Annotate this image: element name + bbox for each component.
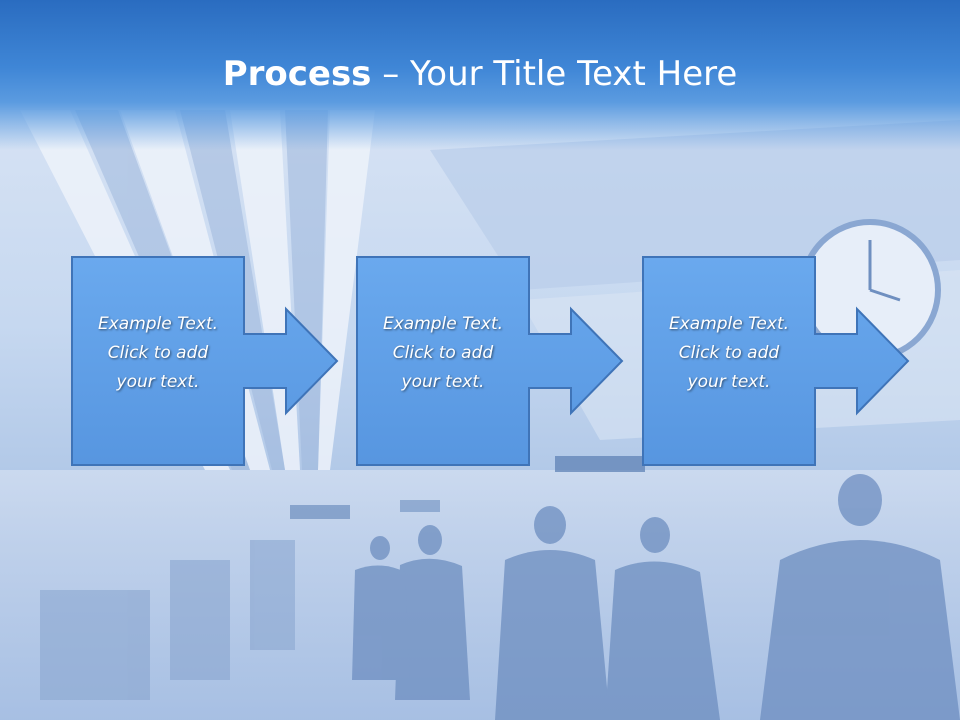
step-text-2[interactable]: Example Text. Click to add your text. [357, 310, 529, 397]
step-shape-3[interactable] [642, 256, 910, 466]
step-text-1[interactable]: Example Text. Click to add your text. [72, 310, 244, 397]
step-2-line-2: Click to add [392, 343, 494, 363]
step-text-3[interactable]: Example Text. Click to add your text. [643, 310, 815, 397]
step-1-line-2: Click to add [107, 343, 209, 363]
step-2-line-1: Example Text. [382, 314, 504, 334]
title-banner [0, 0, 960, 150]
step-1-line-1: Example Text. [97, 314, 219, 334]
step-3-line-1: Example Text. [668, 314, 790, 334]
slide-title[interactable]: Process – Your Title Text Here [0, 52, 960, 96]
step-shape-1[interactable] [71, 256, 339, 466]
title-rest: – Your Title Text Here [371, 54, 738, 94]
title-bold: Process [222, 54, 372, 94]
step-3-line-3: your text. [687, 372, 771, 392]
step-shape-2[interactable] [356, 256, 624, 466]
step-3-line-2: Click to add [678, 343, 780, 363]
step-2-line-3: your text. [401, 372, 485, 392]
step-1-line-3: your text. [116, 372, 200, 392]
